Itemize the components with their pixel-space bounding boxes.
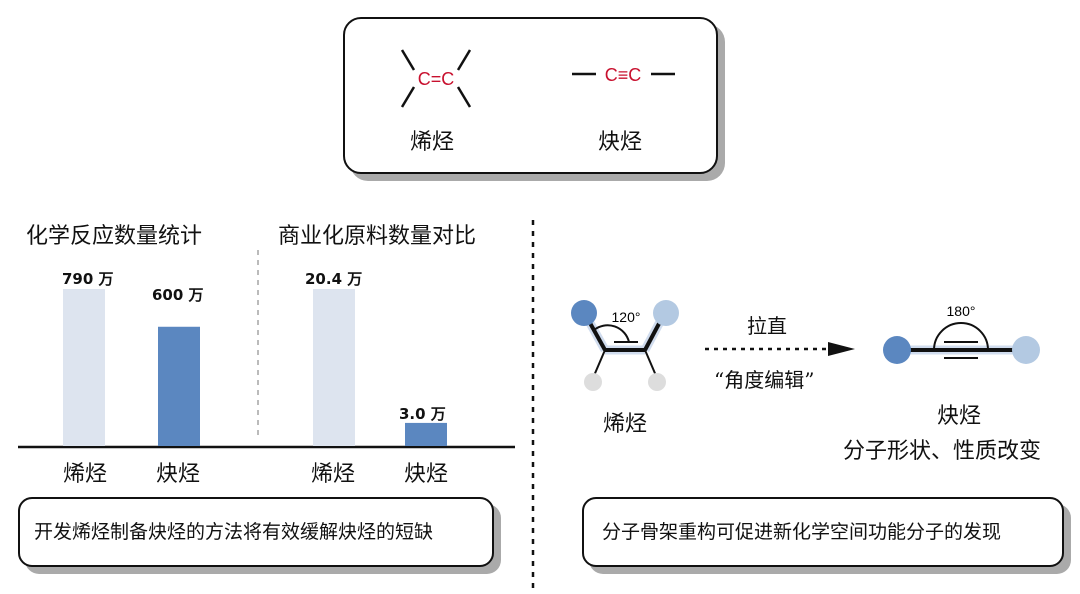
top-alkyne-label: 炔烃 [598,130,643,155]
alkyne-label: 炔烃 [937,404,982,429]
chart2-bar-alkyne [405,422,447,446]
alkene-angle-label: 120° [612,309,641,325]
chart1-bar-alkene [63,289,105,446]
chart1-bar-alkyne [158,326,200,446]
arrow-head-icon [828,342,855,356]
chart1-category-alkyne: 炔烃 [156,462,201,487]
left-caption: 开发烯烃制备炔烃的方法将有效缓解炔烃的短缺 [34,521,434,543]
alkyne-geometry [883,322,1040,364]
alkene-geometry [571,300,679,391]
chart2-value-label-alkyne: 3.0 万 [399,405,446,423]
chart1-value-label-alkyne: 600 万 [152,286,204,304]
left-caption-box [18,497,494,567]
alkene-label: 烯烃 [603,412,648,437]
alkyne-angle-label: 180° [947,303,976,319]
alkene-alkyne-definition-panel [343,17,718,174]
alkene-structure [400,49,472,108]
chart2-category-alkyne: 炔烃 [404,462,449,487]
alkene-formula: C=C [418,69,455,89]
chart2-value-label-alkene: 20.4 万 [305,270,363,288]
right-caption-box [582,497,1064,567]
chart2-title: 商业化原料数量对比 [278,224,477,249]
arrow-top-label: 拉直 [747,314,787,338]
chart1-value-label-alkene: 790 万 [62,270,114,288]
chart1-title: 化学反应数量统计 [26,224,203,249]
top-alkene-label: 烯烃 [410,130,455,155]
chart2-bar-alkene [313,289,355,446]
alkyne-formula: C≡C [605,65,642,85]
chart2-category-alkene: 烯烃 [311,462,356,487]
arrow-bottom-label: “角度编辑” [714,368,815,392]
alkyne-subtitle: 分子形状、性质改变 [843,439,1042,464]
right-caption: 分子骨架重构可促进新化学空间功能分子的发现 [602,521,1002,543]
chart1-category-alkene: 烯烃 [63,462,108,487]
